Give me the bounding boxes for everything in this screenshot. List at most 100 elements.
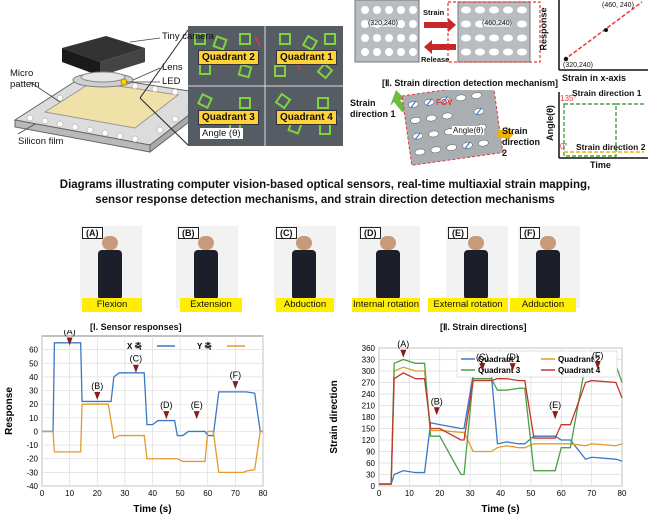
y-tick-label: -10 <box>26 441 38 450</box>
time-axis-label: Time <box>590 160 611 170</box>
led-label: LED <box>162 76 181 87</box>
annotation-marker <box>433 407 440 416</box>
x-tick-label: 20 <box>93 489 102 498</box>
sensor-schematic-drawing <box>13 26 343 154</box>
annotation-label: (E) <box>191 400 203 410</box>
y-tick-label: 120 <box>362 436 376 445</box>
y-tick-label: 30 <box>366 471 375 480</box>
pattern-label: Micro pattern <box>10 68 40 90</box>
chart2-title: [Ⅱ. Strain directions] <box>440 322 527 332</box>
film-label: Silicon film <box>18 136 64 147</box>
quadrant-3-label: Quadrant 3 <box>198 110 259 125</box>
x-tick-label: 30 <box>466 489 475 498</box>
coord-after: (460,240) <box>482 20 512 27</box>
motion-photo <box>518 226 580 308</box>
annotation-marker <box>479 363 486 372</box>
motion-letter: (B) <box>178 227 199 239</box>
y-tick-label: 30 <box>29 387 38 396</box>
legend-label: Quadrant 3 <box>478 366 521 375</box>
motion-letter: (F) <box>520 227 540 239</box>
x-tick-label: 20 <box>435 489 444 498</box>
annotation-label: (C) <box>130 354 143 364</box>
annotation-marker <box>94 392 101 400</box>
release-arrow-label: Release <box>421 55 450 64</box>
annotation-marker <box>552 411 559 420</box>
series-line <box>379 358 623 485</box>
series-line <box>379 372 623 485</box>
annotation-marker <box>132 364 139 373</box>
x-axis-label: Time (s) <box>481 504 519 515</box>
x-tick-label: 80 <box>618 489 627 498</box>
annotation-label: (D) <box>506 352 519 362</box>
motion-photo <box>358 226 420 308</box>
x-tick-label: 40 <box>148 489 157 498</box>
angle-high-value: 135° <box>560 94 577 103</box>
coord-before: (320,240) <box>368 20 398 27</box>
motion-name: Extension <box>180 298 242 312</box>
x-tick-label: 40 <box>496 489 505 498</box>
motion-name: Flexion <box>82 298 142 312</box>
lens-label: Lens <box>162 62 183 73</box>
y-tick-label: 0 <box>34 427 39 436</box>
motion-photo <box>446 226 508 308</box>
y-tick-label: 10 <box>29 414 38 423</box>
direction-1-plot-label: Strain direction 1 <box>572 88 642 98</box>
series-line <box>42 403 263 474</box>
annotation-label: (E) <box>549 400 561 410</box>
annotation-label: (C) <box>476 352 489 362</box>
response-axis-label: Response <box>538 7 549 51</box>
angle-axis-label: Angle(θ) <box>544 105 555 141</box>
strain-direction-1-label: Strain direction 1 <box>350 98 396 119</box>
strain-axis-label: Strain in x-axis <box>562 73 627 83</box>
x-tick-label: 50 <box>526 489 535 498</box>
strain-direction-2-label: Strain direction 2 <box>502 126 541 158</box>
x-tick-label: 70 <box>231 489 240 498</box>
annotation-label: (A) <box>397 339 409 349</box>
y-tick-label: 60 <box>366 459 375 468</box>
motion-letter: (C) <box>276 227 297 239</box>
y-tick-label: 240 <box>362 390 376 399</box>
y-axis-label: Strain direction <box>329 380 340 453</box>
x-tick-label: 60 <box>203 489 212 498</box>
y-tick-label: -30 <box>26 468 38 477</box>
annotation-label: (B) <box>91 381 103 391</box>
motion-letter: (D) <box>360 227 381 239</box>
x-tick-label: 0 <box>40 489 45 498</box>
y-tick-label: 50 <box>29 359 38 368</box>
y-tick-label: 20 <box>29 400 38 409</box>
motion-letter: (A) <box>82 227 103 239</box>
motion-photo <box>176 226 238 308</box>
y-tick-label: 330 <box>362 356 376 365</box>
motion-name: Abduction <box>276 298 334 312</box>
y-tick-label: 90 <box>366 448 375 457</box>
motion-name: Internal rotation <box>352 298 420 312</box>
legend-label: Quadrant 1 <box>478 355 521 364</box>
annotation-marker <box>193 411 200 420</box>
y-tick-label: -20 <box>26 455 38 464</box>
series-line <box>42 342 263 437</box>
angle-theta-label: Angle(θ) <box>452 126 485 135</box>
y-tick-label: 150 <box>362 425 376 434</box>
quadrant-2-label: Quadrant 2 <box>198 50 259 65</box>
annotation-label: (F) <box>230 370 242 380</box>
motion-letter: (E) <box>448 227 468 239</box>
mechanism-ii-title: [Ⅱ. Strain direction detection mechanism… <box>382 78 558 88</box>
quadrant-4-label: Quadrant 4 <box>276 110 337 125</box>
y-tick-label: 40 <box>29 373 38 382</box>
x-tick-label: 70 <box>587 489 596 498</box>
legend-label: Quadrant 4 <box>558 366 601 375</box>
y-tick-label: 60 <box>29 346 38 355</box>
quadrant-1-label: Quadrant 1 <box>276 50 337 65</box>
x-tick-label: 80 <box>259 489 268 498</box>
x-axis-label: Time (s) <box>133 504 171 515</box>
y-tick-label: -40 <box>26 482 38 491</box>
direction-2-plot-label: Strain direction 2 <box>576 142 646 152</box>
annotation-marker <box>594 361 601 370</box>
angle-label: Angle (θ) <box>200 128 243 139</box>
y-tick-label: 0 <box>371 482 376 491</box>
figure-caption: Diagrams illustrating computer vision-ba… <box>59 179 591 206</box>
annotation-label: (F) <box>592 350 604 360</box>
annotation-label: (D) <box>160 400 173 410</box>
